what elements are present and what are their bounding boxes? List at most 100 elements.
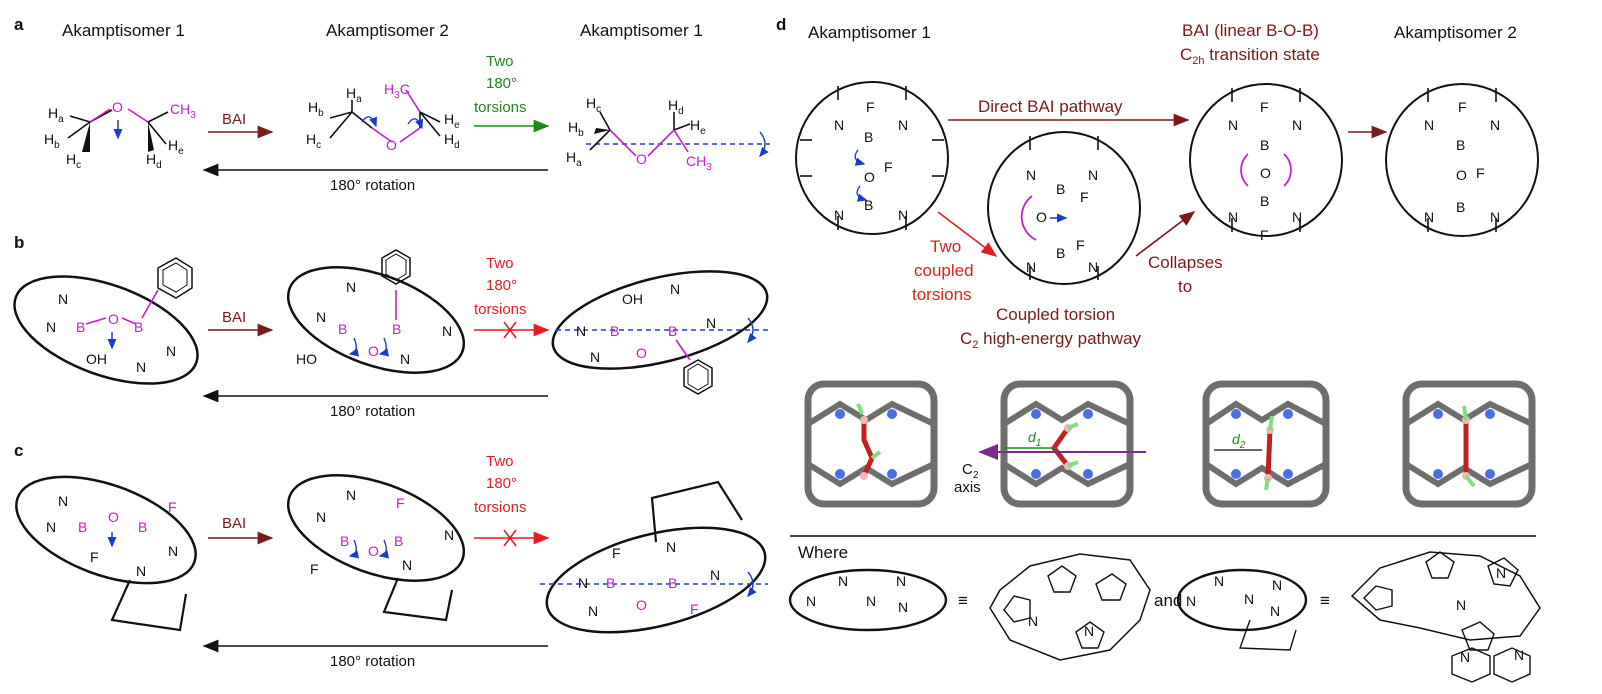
svg-text:N: N	[316, 509, 326, 525]
svg-text:F: F	[866, 99, 875, 115]
panel-a: a Akamptisomer 1 Akamptisomer 2 Akamptis…	[14, 15, 770, 194]
stick-model-3: d2	[1202, 380, 1330, 508]
svg-text:B: B	[864, 129, 873, 145]
svg-text:180°: 180°	[486, 475, 517, 492]
svg-text:N: N	[442, 323, 452, 339]
molecule-a2: Hb Ha Hc O H3C He Hd	[306, 81, 460, 153]
panel-d: d Akamptisomer 1 BAI (linear B-O-B) C2h …	[776, 15, 1541, 683]
svg-text:N: N	[346, 487, 356, 503]
svg-text:N: N	[444, 527, 454, 543]
molecule-c2: N N B O B F F N N	[286, 474, 466, 622]
svg-text:B: B	[134, 319, 143, 335]
svg-text:N: N	[1292, 209, 1302, 225]
svg-text:180°: 180°	[486, 277, 517, 294]
svg-text:Ha: Ha	[346, 85, 362, 105]
svg-text:N: N	[1460, 649, 1470, 665]
svg-text:Hb: Hb	[44, 131, 60, 151]
panel-letter-d: d	[776, 15, 786, 34]
panel-c: c N N B O B F F N N BAI N N B O B F F	[14, 441, 768, 670]
svg-text:N: N	[1026, 259, 1036, 275]
svg-text:O: O	[636, 597, 647, 613]
svg-text:F: F	[1260, 227, 1269, 243]
svg-text:d1: d1	[1028, 429, 1041, 449]
header-d-akamptisomer-2: Akamptisomer 2	[1394, 23, 1517, 42]
svg-text:O: O	[864, 169, 875, 185]
svg-text:N: N	[1456, 597, 1466, 613]
svg-text:O: O	[108, 311, 119, 327]
header-akamptisomer-2: Akamptisomer 2	[326, 21, 449, 40]
header-d-akamptisomer-1: Akamptisomer 1	[808, 23, 931, 42]
structure-d-akamptisomer-2: F N N B O F B N N	[1385, 83, 1539, 237]
svg-text:O: O	[1456, 167, 1467, 183]
svg-text:N: N	[1214, 573, 1224, 589]
svg-text:F: F	[884, 159, 893, 175]
svg-text:N: N	[866, 593, 876, 609]
svg-text:N: N	[400, 351, 410, 367]
panel-b: b N N B O B N N OH BAI N N B O	[13, 233, 770, 420]
svg-text:N: N	[1228, 209, 1238, 225]
stick-model-1	[804, 380, 938, 508]
svg-text:N: N	[1186, 593, 1196, 609]
svg-text:F: F	[1476, 165, 1485, 181]
svg-text:Hc: Hc	[66, 151, 81, 171]
svg-text:B: B	[394, 533, 403, 549]
svg-text:F: F	[1260, 99, 1269, 115]
svg-text:N: N	[666, 539, 676, 555]
svg-text:Hd: Hd	[668, 97, 684, 117]
svg-text:B: B	[668, 323, 677, 339]
molecule-b1: N N B O B N N OH	[13, 257, 199, 385]
svg-text:torsions: torsions	[474, 301, 527, 318]
svg-text:N: N	[898, 117, 908, 133]
svg-text:Two: Two	[486, 453, 514, 470]
header-akamptisomer-1-right: Akamptisomer 1	[580, 21, 703, 40]
label-direct-bai-pathway: Direct BAI pathway	[978, 97, 1123, 116]
svg-text:N: N	[576, 323, 586, 339]
svg-text:B: B	[1456, 137, 1465, 153]
svg-text:N: N	[834, 207, 844, 223]
svg-text:N: N	[166, 343, 176, 359]
svg-text:coupled: coupled	[914, 261, 974, 280]
svg-text:CH3: CH3	[686, 153, 712, 173]
svg-text:He: He	[690, 117, 706, 137]
svg-text:N: N	[1496, 565, 1506, 581]
panel-letter-c: c	[14, 441, 23, 460]
svg-text:N: N	[1292, 117, 1302, 133]
svg-text:Hd: Hd	[444, 131, 460, 151]
svg-text:N: N	[1244, 591, 1254, 607]
svg-text:B: B	[864, 197, 873, 213]
svg-text:N: N	[838, 573, 848, 589]
svg-text:O: O	[368, 343, 379, 359]
svg-text:≡: ≡	[958, 591, 968, 610]
svg-text:N: N	[1270, 603, 1280, 619]
svg-text:N: N	[1490, 117, 1500, 133]
svg-text:N: N	[1490, 209, 1500, 225]
svg-text:N: N	[46, 519, 56, 535]
structure-d-akamptisomer-1: N N F B O F B N N	[795, 81, 949, 235]
structure-d-coupled-torsion: N N B F O B F N N	[987, 131, 1141, 285]
svg-text:F: F	[1080, 189, 1089, 205]
svg-text:N: N	[1424, 209, 1434, 225]
svg-text:N: N	[588, 603, 598, 619]
svg-text:torsions: torsions	[474, 99, 527, 116]
svg-text:CH3: CH3	[170, 101, 196, 121]
svg-text:180°: 180°	[486, 75, 517, 92]
svg-text:OH: OH	[622, 291, 643, 307]
svg-text:C2: C2	[962, 461, 979, 481]
svg-text:N: N	[1272, 577, 1282, 593]
svg-text:N: N	[46, 319, 56, 335]
svg-text:B: B	[76, 319, 85, 335]
svg-text:180° rotation: 180° rotation	[330, 653, 415, 670]
svg-text:O: O	[108, 509, 119, 525]
svg-text:F: F	[1076, 237, 1085, 253]
porphyrin-sketch-2: N N N N	[1350, 551, 1541, 683]
svg-text:OH: OH	[86, 351, 107, 367]
svg-text:O: O	[112, 99, 123, 115]
svg-text:torsions: torsions	[474, 499, 527, 516]
svg-text:B: B	[1056, 181, 1065, 197]
label-coupled-torsion: Coupled torsion	[996, 305, 1115, 324]
svg-text:to: to	[1178, 277, 1192, 296]
header-d-bai-line1: BAI (linear B-O-B)	[1182, 21, 1319, 40]
porphyrin-sketch-1: N N	[989, 553, 1151, 661]
svg-text:180° rotation: 180° rotation	[330, 403, 415, 420]
